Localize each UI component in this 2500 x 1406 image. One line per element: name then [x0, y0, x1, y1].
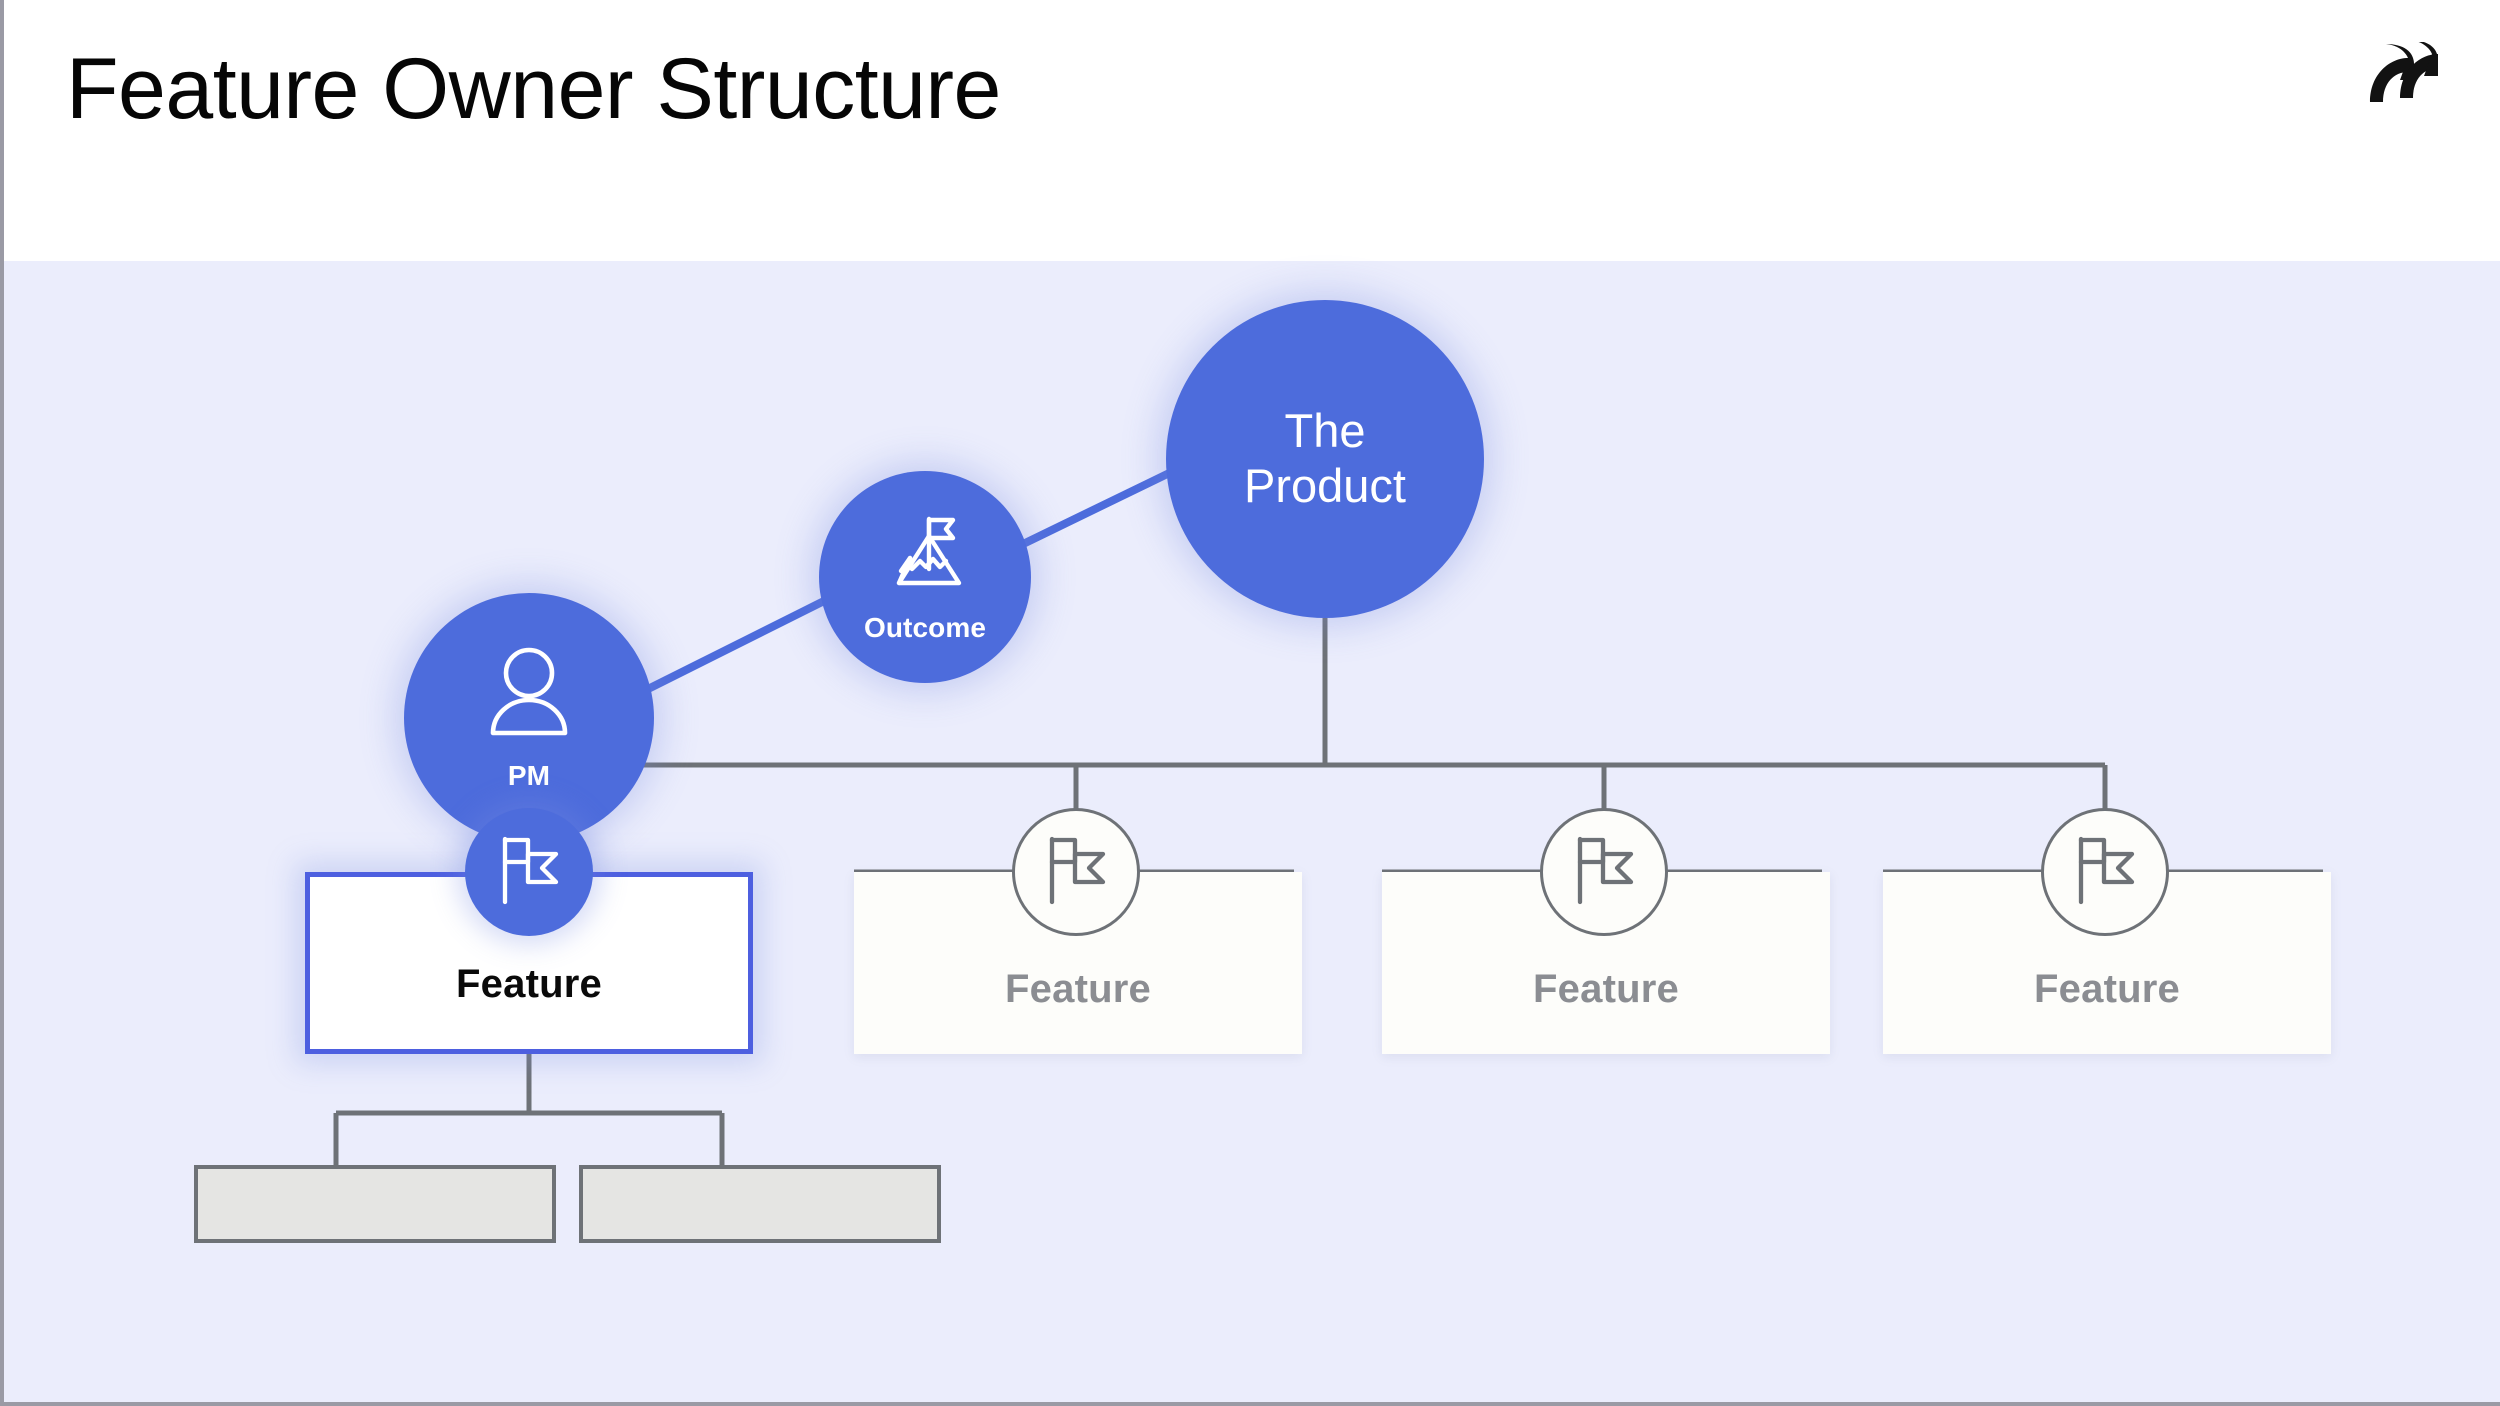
feature-card-3-label: Feature [1533, 967, 1679, 1011]
feature-card-3-flag-badge[interactable] [1540, 808, 1668, 936]
feature-card-1-label: Feature [456, 962, 602, 1006]
node-pm-label: PM [507, 759, 551, 791]
flag-icon [1041, 834, 1111, 911]
person-icon [481, 645, 577, 748]
node-the-product-label-line1: The [1284, 404, 1366, 458]
node-outcome[interactable]: Outcome [819, 471, 1031, 683]
feature-card-2-label: Feature [1005, 967, 1151, 1011]
subtask-box-2[interactable] [579, 1165, 941, 1243]
feature-card-2-flag-badge[interactable] [1012, 808, 1140, 936]
node-the-product-label-line2: Product [1244, 459, 1406, 512]
node-pm[interactable]: PM [404, 593, 654, 843]
feature-card-4-flag-badge[interactable] [2041, 808, 2169, 936]
node-outcome-label: Outcome [863, 611, 987, 643]
flag-icon [1569, 834, 1639, 911]
feature-card-1-flag-badge[interactable] [465, 808, 593, 936]
flag-icon [494, 834, 564, 911]
mountain-flag-icon [879, 511, 971, 602]
double-crescent-logo-icon [2364, 40, 2444, 118]
diagram-canvas: The Product Outcome [4, 261, 2500, 1402]
subtask-box-1[interactable] [194, 1165, 556, 1243]
feature-card-4-label: Feature [2034, 967, 2180, 1011]
page-title: Feature Owner Structure [66, 41, 1001, 137]
slide-header: Feature Owner Structure [4, 0, 2500, 261]
flag-icon [2070, 834, 2140, 911]
node-the-product[interactable]: The Product [1166, 300, 1484, 618]
wire-outcome-to-product [1015, 457, 1198, 550]
